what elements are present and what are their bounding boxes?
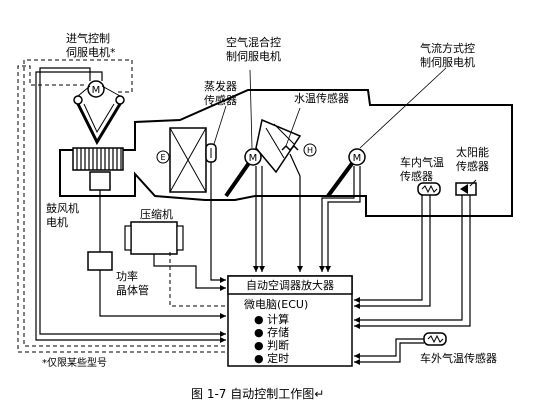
ecu-subtitle: 微电脑(ECU) (244, 297, 308, 311)
solar-sensor (455, 179, 477, 196)
motor-icon: M (353, 153, 362, 164)
heater-icon: H (307, 146, 313, 155)
blower-motor-block (89, 171, 111, 191)
evaporator-icon: E (160, 153, 165, 162)
ecu-title: 自动空调器放大器 (246, 278, 334, 292)
motor-icon-label: M (92, 85, 101, 96)
water-temp-sensor-label: 水温传感器 (294, 92, 349, 105)
outside-temp-sensor (423, 332, 447, 346)
diagram-labels: 进气控制 伺服电机* 空气混合控 制伺服电机 气流方式控 制伺服电机 蒸发器 传… (42, 31, 497, 401)
signal-arrows (220, 266, 360, 365)
evaporator-sensor (205, 143, 217, 163)
outside-temp-sensor-label: 车外气温传感器 (420, 351, 497, 365)
compressor (124, 221, 184, 255)
ecu-function-item: ● 定时 (254, 351, 289, 365)
label-leaders (213, 67, 447, 149)
signal-wires (35, 67, 471, 363)
blower-fan (72, 147, 124, 191)
cabin-temp-sensor-label: 传感器 (400, 170, 433, 183)
evaporator-core: E (156, 127, 207, 193)
power-transistor (87, 251, 113, 271)
solar-sensor-label: 传感器 (456, 160, 489, 173)
airflow-servo-label: 制伺服电机 (420, 55, 475, 69)
figure-caption: 图 1-7 自动控制工作图↵ (191, 387, 324, 401)
power-transistor-label: 晶体管 (116, 283, 149, 297)
ecu-function-item: ● 判断 (254, 338, 289, 352)
dashed-wires (17, 59, 226, 353)
air-mix-servo-label: 制伺服电机 (226, 49, 281, 63)
heater-core: H (255, 118, 317, 174)
water-temp-sensor (281, 144, 299, 152)
airflow-servo-motor: M (326, 148, 366, 198)
air-duct (59, 89, 513, 217)
cabin-temp-sensor (417, 182, 441, 196)
solar-sensor-label: 太阳能 (456, 145, 489, 159)
intake-servo-label: 进气控制 (66, 31, 110, 45)
motor-icon: M (249, 153, 258, 164)
air-mix-servo-label: 空气混合控 (226, 35, 281, 49)
ecu-function-item: ● 计算 (254, 312, 289, 326)
power-transistor-label: 功率 (116, 269, 138, 283)
ecu-amplifier: 自动空调器放大器 微电脑(ECU) ● 计算 ● 存储 ● 判断 ● 定时 (227, 275, 353, 367)
compressor-label: 压缩机 (140, 207, 173, 221)
blower-motor-label: 电机 (46, 215, 68, 229)
ecu-function-item: ● 存储 (254, 325, 289, 339)
blower-motor-label: 鼓风机 (46, 201, 79, 215)
footnote: *仅限某些型号 (42, 356, 107, 369)
intake-servo-label: 伺服电机* (66, 45, 116, 59)
airflow-servo-label: 气流方式控 (420, 41, 475, 55)
cabin-temp-sensor-label: 车内气温 (400, 155, 444, 169)
intake-servo-motor: M (73, 80, 125, 146)
evaporator-sensor-label: 传感器 (204, 94, 237, 107)
evaporator-sensor-label: 蒸发器 (204, 79, 237, 93)
air-mix-servo-motor: M (224, 148, 262, 198)
motor-icon (87, 80, 105, 98)
